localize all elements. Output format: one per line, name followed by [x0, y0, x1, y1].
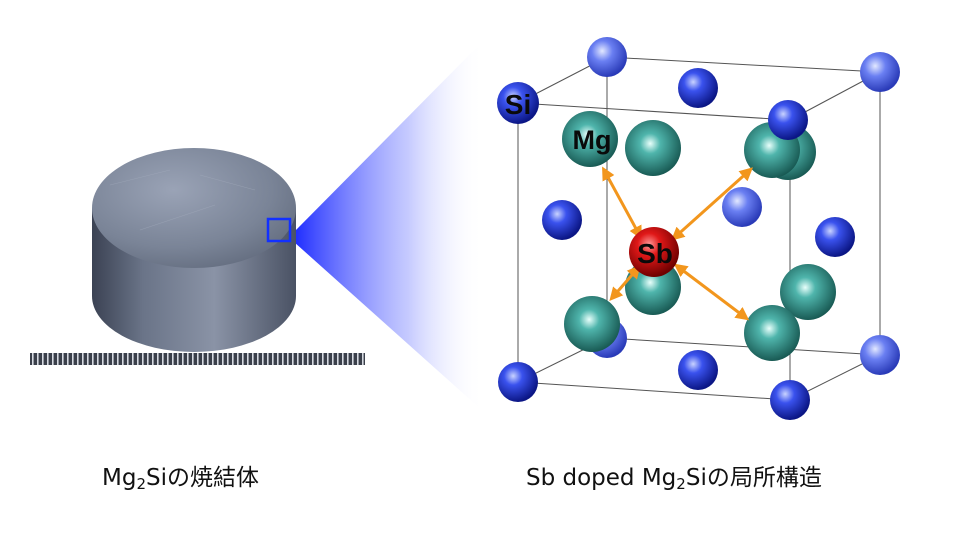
si-atom	[860, 52, 900, 92]
zoom-region-box	[266, 217, 292, 243]
si-atom	[860, 335, 900, 375]
mg-atom	[564, 296, 620, 352]
sample-caption-prefix: Mg	[102, 465, 137, 491]
structure-caption-prefix: Sb doped Mg	[526, 465, 677, 491]
sb-atom	[629, 227, 679, 277]
mg-atom	[625, 120, 681, 176]
bond-arrow	[609, 264, 641, 302]
si-atom	[498, 362, 538, 402]
bond-arrow	[670, 167, 754, 241]
atoms-front	[497, 82, 810, 420]
sample-caption: Mg2Siの焼結体	[102, 458, 259, 493]
si-atom	[497, 82, 539, 124]
mg-atom	[562, 111, 618, 167]
si-atom	[678, 350, 718, 390]
zoom-beam	[294, 40, 484, 412]
structure-caption-subscript: 2	[676, 475, 686, 493]
si-atom	[542, 200, 582, 240]
si-atom	[678, 68, 718, 108]
sample-caption-subscript: 2	[136, 475, 146, 493]
sb-label: Sb	[637, 238, 673, 269]
structure-caption: Sb doped Mg2Siの局所構造	[526, 458, 822, 493]
si-atom	[815, 217, 855, 257]
si-atom	[768, 100, 808, 140]
mg-label: Mg	[573, 125, 612, 155]
si-label: Si	[505, 89, 531, 120]
sintered-pellet	[92, 148, 296, 352]
mg-atom	[780, 264, 836, 320]
ruler	[30, 353, 365, 365]
bond-arrows	[602, 166, 754, 321]
sample-caption-suffix: Siの焼結体	[146, 465, 259, 491]
structure-caption-suffix: Siの局所構造	[685, 465, 822, 491]
si-atom	[587, 37, 627, 77]
bond-arrow	[602, 166, 642, 240]
bond-arrow	[673, 263, 750, 321]
si-atom	[722, 187, 762, 227]
si-atom	[770, 380, 810, 420]
mg-atom	[744, 305, 800, 361]
